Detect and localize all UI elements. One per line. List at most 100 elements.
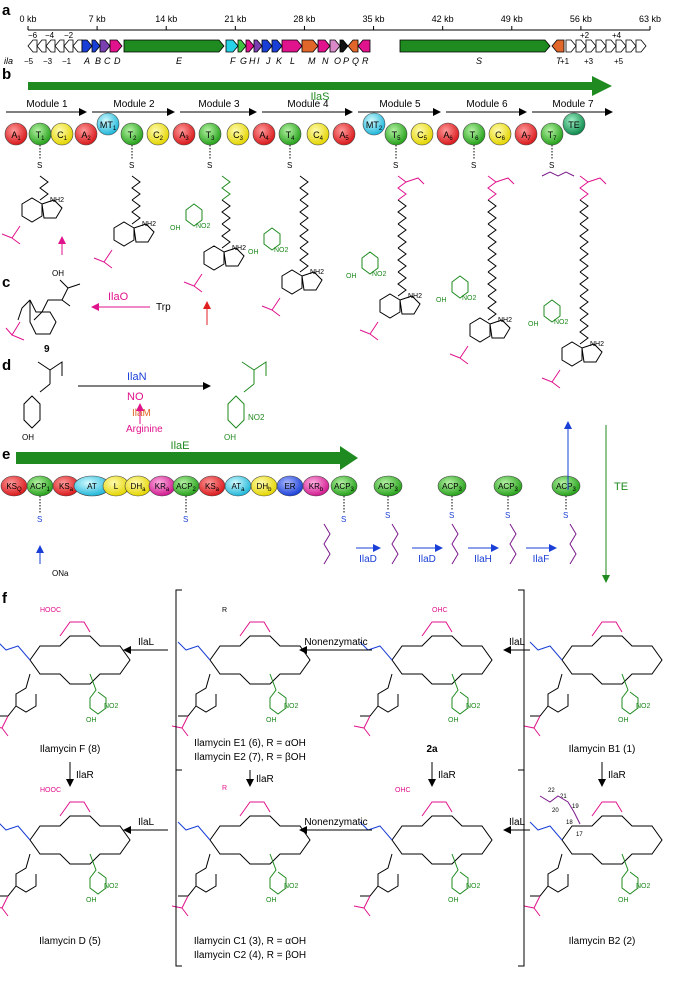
no2-label: NO2 [466, 883, 481, 890]
bracket-right-bottom [518, 769, 525, 967]
gene-label: B [95, 56, 101, 66]
peptide-bond [221, 199, 231, 225]
thioester-s: S [207, 161, 212, 170]
cluster-prefix: ila [4, 56, 13, 66]
panel-label-c: c [2, 274, 11, 291]
ilar-arrow-3-label: IlaR [438, 770, 456, 781]
nrps-domain-label: A5 [339, 130, 349, 142]
flank-top-label: +4 [612, 31, 622, 40]
nrps-domain [146, 122, 170, 146]
gene-label: E [176, 56, 183, 66]
gene-H [245, 39, 255, 53]
no2-label: NO2 [284, 703, 299, 710]
nrps-domain [50, 122, 74, 146]
oh-label: OH [266, 717, 277, 724]
ruler-tick-label: 0 kb [19, 14, 36, 24]
nrps-domain [410, 122, 434, 146]
polyketide-chain [323, 523, 331, 565]
peptide-bond [487, 247, 497, 273]
nitrotyrosine-ring [269, 673, 287, 715]
nrps-domain [306, 122, 330, 146]
alkenyl-side-chain [529, 641, 563, 661]
flank-gene-right [595, 39, 607, 53]
indole-ring [0, 853, 37, 897]
atom-number: 20 [552, 808, 559, 814]
nrps-domain-label: T2 [128, 130, 138, 142]
no2-label: NO2 [462, 295, 477, 302]
pks-domain-label: L [114, 482, 119, 491]
alkenyl-side-chain [177, 641, 211, 661]
modified-residue [421, 621, 453, 637]
d-no2: NO2 [248, 413, 265, 422]
flank-top-label: −4 [45, 31, 55, 40]
no-label: NO [127, 391, 144, 403]
peptide-bond [487, 223, 497, 249]
label-ilamycin-c2: Ilamycin C2 (4), R = βOH [194, 950, 306, 961]
gene-label: F [230, 56, 236, 66]
nrps-domain-label: MT1 [100, 120, 117, 132]
acp3-label: ACP3 [556, 482, 576, 493]
pks-step-label: IlaD [359, 554, 377, 565]
ilar-arrow-2-label: IlaR [256, 774, 274, 785]
c-oh: OH [52, 269, 64, 278]
nrps-domain-label: A6 [443, 130, 453, 142]
peptide-bond [299, 175, 309, 201]
nitrotyrosine-ring [185, 203, 203, 227]
modified-residue [421, 801, 453, 817]
module-label: Module 3 [198, 99, 240, 110]
indole-ring [178, 673, 217, 717]
alkenyl-side-chain [529, 821, 563, 841]
oh-label: OH [436, 297, 447, 304]
label-ilamycin-e1: Ilamycin E1 (6), R = αOH [194, 738, 306, 749]
flank-gene-right [635, 39, 647, 53]
ruler-tick-label: 7 kb [89, 14, 106, 24]
thioester-s: S [37, 161, 42, 170]
peptide-bond [579, 295, 589, 321]
indole-ring [469, 317, 511, 343]
nrps-domain-label: TE [568, 120, 580, 130]
ilar-arrow-1-label: IlaR [76, 770, 94, 781]
label-ilamycin-d: Ilamycin D (5) [39, 936, 101, 947]
flank-gene-left [45, 39, 56, 53]
bracket-right-top [518, 589, 525, 771]
thioester-s: S [385, 511, 390, 520]
oh-label: OH [170, 225, 181, 232]
no2-label: NO2 [372, 271, 387, 278]
macrocycle-ring [561, 635, 663, 685]
oh-label: OH [448, 717, 459, 724]
flank-bottom-label: −1 [62, 57, 72, 66]
gene-O [329, 39, 341, 53]
ilam-label: IlaM [132, 408, 151, 419]
peptide-bond [579, 247, 589, 273]
gene-label: G [240, 56, 247, 66]
indole-ring [360, 673, 399, 717]
prenyl-group [171, 895, 189, 917]
peptide-bond [487, 175, 497, 201]
gene-C [99, 39, 111, 53]
ruler-tick-label: 28 kb [293, 14, 315, 24]
nitrotyrosine-ring [621, 673, 639, 715]
no2-label: NO2 [466, 703, 481, 710]
ilal-arrow-bottom-left-label: IlaL [138, 817, 155, 828]
modified-residue [591, 801, 623, 817]
gene-B [91, 39, 101, 53]
peptide-bond [39, 175, 49, 201]
pks-domain-label: ER [284, 482, 295, 491]
ruler-tick-label: 14 kb [155, 14, 177, 24]
te-label: TE [614, 481, 628, 493]
label-ilamycin-b2: Ilamycin B2 (2) [569, 936, 636, 947]
ilas-arrow: IlaS [28, 76, 612, 103]
prenyl-group [523, 715, 541, 737]
no2-label: NO2 [104, 703, 119, 710]
flank-bottom-label: +5 [614, 57, 624, 66]
lipid-chain [539, 795, 581, 825]
nrps-domain [488, 122, 512, 146]
atom-number: 19 [572, 804, 579, 810]
